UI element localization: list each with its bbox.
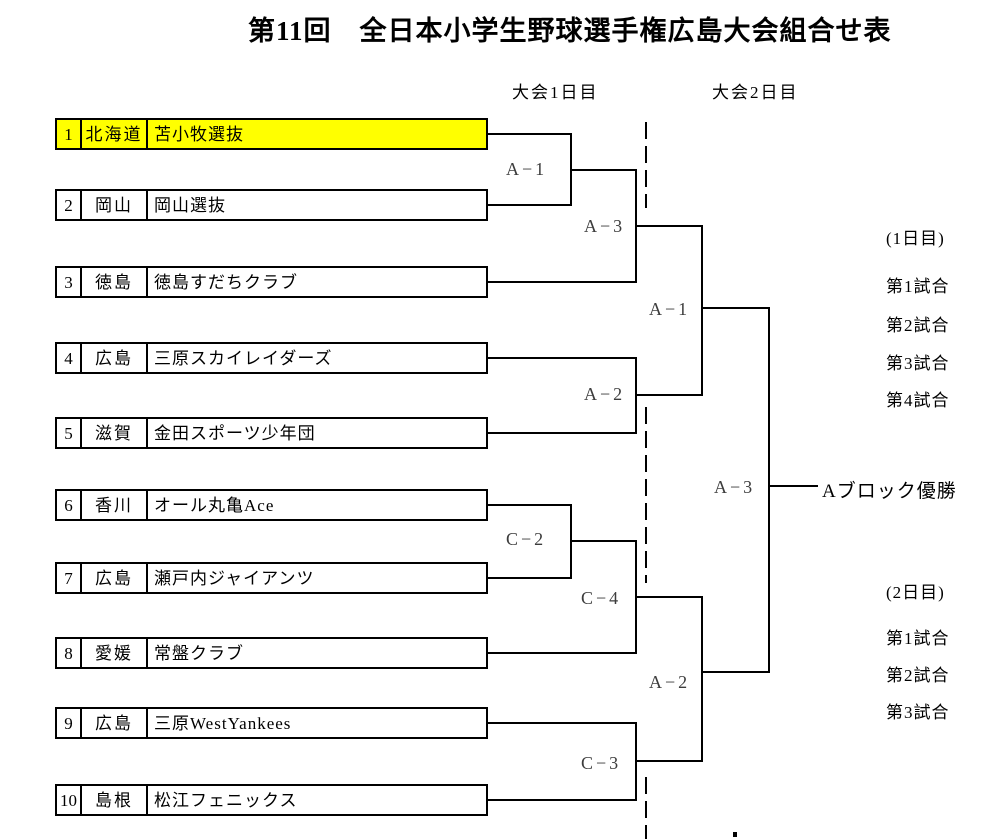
- team-box-8: 8 愛媛 常盤クラブ: [55, 637, 488, 669]
- team-box-6: 6 香川 オール丸亀Ace: [55, 489, 488, 521]
- team-name: オール丸亀Ace: [154, 495, 275, 515]
- bracket-line: [488, 133, 572, 135]
- bracket-line: [701, 671, 770, 673]
- team-box-7: 7 広島 瀬戸内ジャイアンツ: [55, 562, 488, 594]
- team-name: 松江フェニックス: [154, 790, 298, 810]
- bracket-line: [488, 204, 572, 206]
- column-header-day2: 大会2日目: [712, 83, 799, 102]
- team-seed: 7: [57, 564, 82, 592]
- team-seed: 9: [57, 709, 82, 737]
- winner-label: Aブロック優勝: [822, 481, 957, 502]
- bracket-line: [488, 281, 637, 283]
- team-name: 三原WestYankees: [154, 713, 292, 733]
- team-seed: 10: [57, 786, 82, 814]
- match-label-r1-a1: A−1: [506, 159, 548, 179]
- team-pref: 香川: [82, 491, 148, 519]
- bracket-line: [768, 485, 818, 487]
- schedule-day1-game: 第1試合: [886, 277, 950, 296]
- team-box-9: 9 広島 三原WestYankees: [55, 707, 488, 739]
- schedule-day1-header: (1日目): [886, 229, 945, 248]
- bracket-line: [488, 577, 572, 579]
- team-pref: 北海道: [82, 120, 148, 148]
- bracket-line: [768, 307, 770, 673]
- bracket-line: [701, 596, 703, 762]
- schedule-day2-game: 第2試合: [886, 666, 950, 685]
- team-pref: 広島: [82, 709, 148, 737]
- bracket-line: [488, 357, 637, 359]
- bracket-line: [635, 596, 703, 598]
- team-seed: 1: [57, 120, 82, 148]
- team-seed: 6: [57, 491, 82, 519]
- team-name: 三原スカイレイダーズ: [154, 348, 333, 368]
- team-box-4: 4 広島 三原スカイレイダーズ: [55, 342, 488, 374]
- schedule-day1-game: 第3試合: [886, 354, 950, 373]
- team-seed: 8: [57, 639, 82, 667]
- team-name: 金田スポーツ少年団: [154, 423, 316, 443]
- match-label-r2-a2: A−2: [584, 384, 626, 404]
- page-title: 第11回 全日本小学生野球選手権広島大会組合せ表: [248, 16, 892, 46]
- day-divider-dashed-line: [645, 777, 647, 839]
- team-name: 徳島すだちクラブ: [154, 272, 298, 292]
- match-label-r1-c2: C−2: [506, 529, 547, 549]
- team-name: 瀬戸内ジャイアンツ: [154, 568, 315, 588]
- team-pref: 島根: [82, 786, 148, 814]
- team-name: 岡山選抜: [154, 195, 226, 215]
- team-box-10: 10 島根 松江フェニックス: [55, 784, 488, 816]
- bracket-line: [488, 652, 637, 654]
- team-seed: 2: [57, 191, 82, 219]
- match-label-final-a3: A−3: [714, 477, 756, 497]
- team-pref: 広島: [82, 344, 148, 372]
- match-label-r2-c3: C−3: [581, 753, 622, 773]
- team-name: 常盤クラブ: [154, 643, 244, 663]
- bracket-line: [488, 504, 572, 506]
- bracket-line: [488, 432, 637, 434]
- team-pref: 滋賀: [82, 419, 148, 447]
- team-box-5: 5 滋賀 金田スポーツ少年団: [55, 417, 488, 449]
- bracket-line: [570, 169, 637, 171]
- team-box-1: 1 北海道 苫小牧選抜: [55, 118, 488, 150]
- bracket-line: [488, 799, 637, 801]
- bracket-line: [635, 225, 703, 227]
- team-seed: 3: [57, 268, 82, 296]
- schedule-day1-game: 第2試合: [886, 316, 950, 335]
- match-label-r2-c4: C−4: [581, 588, 622, 608]
- bracket-line: [635, 394, 703, 396]
- team-pref: 広島: [82, 564, 148, 592]
- team-box-3: 3 徳島 徳島すだちクラブ: [55, 266, 488, 298]
- bracket-line: [570, 540, 637, 542]
- bracket-line: [635, 760, 703, 762]
- bracket-line: [701, 225, 703, 396]
- bracket-line: [488, 722, 637, 724]
- team-pref: 岡山: [82, 191, 148, 219]
- match-label-r2-a3: A−3: [584, 216, 626, 236]
- stray-dot: [733, 832, 737, 837]
- schedule-day2-game: 第1試合: [886, 629, 950, 648]
- team-pref: 愛媛: [82, 639, 148, 667]
- team-pref: 徳島: [82, 268, 148, 296]
- match-label-r3-a2: A−2: [649, 672, 691, 692]
- schedule-day2-game: 第3試合: [886, 703, 950, 722]
- day-divider-dashed-line: [645, 407, 647, 583]
- match-label-r3-a1: A−1: [649, 299, 691, 319]
- team-seed: 5: [57, 419, 82, 447]
- bracket-line: [701, 307, 770, 309]
- schedule-day2-header: (2日目): [886, 583, 945, 602]
- day-divider-dashed-line: [645, 122, 647, 208]
- team-name: 苫小牧選抜: [154, 124, 244, 144]
- column-header-day1: 大会1日目: [512, 83, 599, 102]
- schedule-day1-game: 第4試合: [886, 391, 950, 410]
- team-box-2: 2 岡山 岡山選抜: [55, 189, 488, 221]
- team-seed: 4: [57, 344, 82, 372]
